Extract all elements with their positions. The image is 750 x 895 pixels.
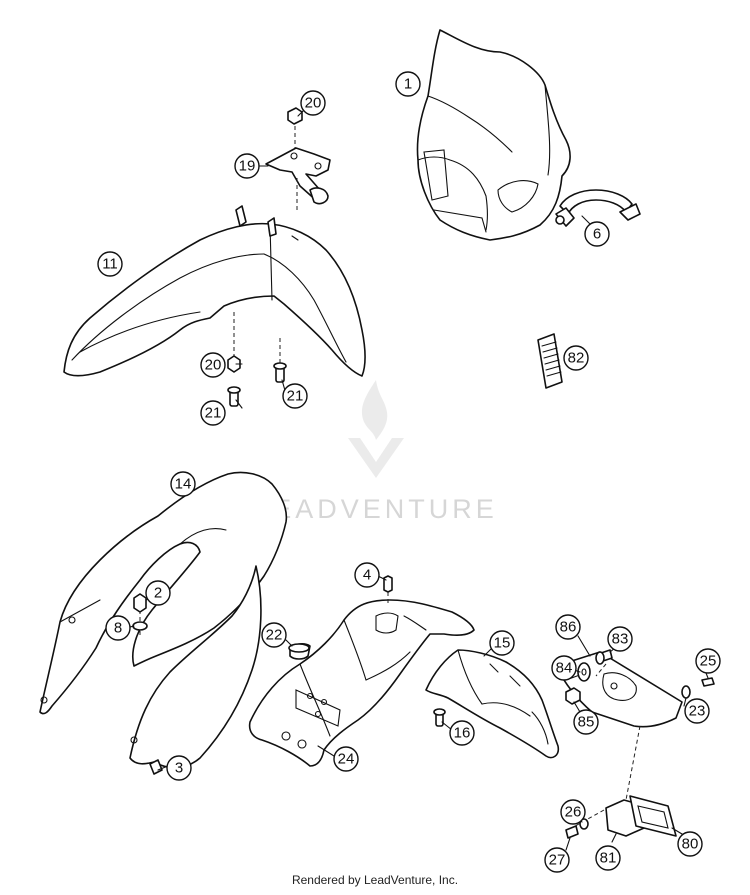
light-screw[interactable]	[701, 677, 715, 687]
callout-81: 81	[595, 845, 621, 871]
svg-text:16: 16	[454, 725, 471, 742]
callout-15: 15	[489, 630, 515, 656]
callout-11: 11	[97, 251, 123, 277]
svg-text:23: 23	[689, 703, 706, 720]
fender-bracket[interactable]	[265, 147, 331, 205]
holder-washer[interactable]	[577, 662, 591, 682]
callout-22: 22	[261, 622, 287, 648]
fender-nut-top[interactable]	[287, 107, 303, 125]
callout-26: 26	[560, 799, 586, 825]
rear-mudguard-tray[interactable]	[248, 599, 475, 767]
reflector-strip[interactable]	[537, 333, 563, 389]
svg-text:21: 21	[205, 405, 222, 422]
svg-text:27: 27	[549, 852, 566, 869]
light-spacer[interactable]	[681, 685, 691, 699]
callout-24: 24	[333, 746, 359, 772]
callout-16: 16	[449, 720, 475, 746]
light-mount-screw[interactable]	[565, 825, 579, 839]
callout-27: 27	[544, 847, 570, 873]
callout-84: 84	[551, 655, 577, 681]
svg-text:84: 84	[556, 660, 573, 677]
svg-text:19: 19	[239, 158, 256, 175]
rubber-buffer[interactable]	[288, 643, 311, 660]
svg-text:21: 21	[287, 388, 304, 405]
callout-8: 8	[105, 615, 131, 641]
callout-19: 19	[234, 153, 260, 179]
rear-splash-guard[interactable]	[425, 649, 560, 759]
callout-85: 85	[573, 709, 599, 735]
license-plate-light[interactable]	[629, 795, 677, 837]
svg-text:24: 24	[338, 751, 355, 768]
callout-3: 3	[166, 755, 192, 781]
callout-83: 83	[607, 626, 633, 652]
svg-text:14: 14	[175, 476, 192, 493]
panel-screw[interactable]	[133, 593, 147, 613]
rendered-by-footer: Rendered by LeadVenture, Inc.	[291, 873, 459, 887]
fender-screw-right[interactable]	[273, 362, 287, 383]
svg-text:20: 20	[205, 357, 222, 374]
guard-screw[interactable]	[433, 708, 446, 727]
callout-80: 80	[677, 831, 703, 857]
callout-86: 86	[555, 614, 581, 640]
tray-screw[interactable]	[383, 575, 393, 593]
fender-screw-left[interactable]	[227, 386, 241, 407]
callout-23: 23	[684, 698, 710, 724]
headlight-mask[interactable]	[416, 29, 571, 241]
svg-text:20: 20	[305, 95, 322, 112]
fender-washer-nut[interactable]	[227, 355, 241, 373]
svg-text:82: 82	[568, 350, 585, 367]
front-fender[interactable]	[63, 205, 366, 377]
callout-25: 25	[695, 648, 721, 674]
svg-text:4: 4	[363, 567, 371, 584]
callout-21-left: 21	[200, 400, 226, 426]
svg-text:85: 85	[578, 714, 595, 731]
callout-20-top: 20	[300, 90, 326, 116]
svg-text:25: 25	[700, 653, 717, 670]
headlight-clamp[interactable]	[555, 189, 641, 227]
svg-text:26: 26	[565, 804, 582, 821]
panel-washer[interactable]	[132, 621, 148, 631]
svg-text:22: 22	[266, 627, 283, 644]
holder-screw[interactable]	[595, 649, 613, 665]
svg-text:3: 3	[175, 760, 183, 777]
holder-nut[interactable]	[565, 687, 581, 705]
svg-text:2: 2	[154, 585, 162, 602]
svg-text:1: 1	[404, 76, 412, 93]
callout-14: 14	[170, 471, 196, 497]
callout-1: 1	[395, 71, 421, 97]
svg-text:83: 83	[612, 631, 629, 648]
svg-text:6: 6	[593, 226, 601, 243]
svg-text:15: 15	[494, 635, 511, 652]
callout-20-bottom: 20	[200, 352, 226, 378]
watermark-text: LEADVENTURE	[254, 494, 498, 524]
svg-text:86: 86	[560, 619, 577, 636]
callout-21-right: 21	[282, 383, 308, 409]
leadventure-watermark: LEADVENTURE	[254, 380, 498, 524]
callout-6: 6	[584, 221, 610, 247]
leadventure-logo	[348, 380, 404, 478]
callout-4: 4	[354, 562, 380, 588]
callout-82: 82	[563, 345, 589, 371]
svg-text:8: 8	[114, 620, 122, 637]
svg-text:11: 11	[102, 256, 118, 273]
svg-text:81: 81	[600, 850, 617, 867]
svg-text:80: 80	[682, 836, 699, 853]
callout-2: 2	[145, 580, 171, 606]
